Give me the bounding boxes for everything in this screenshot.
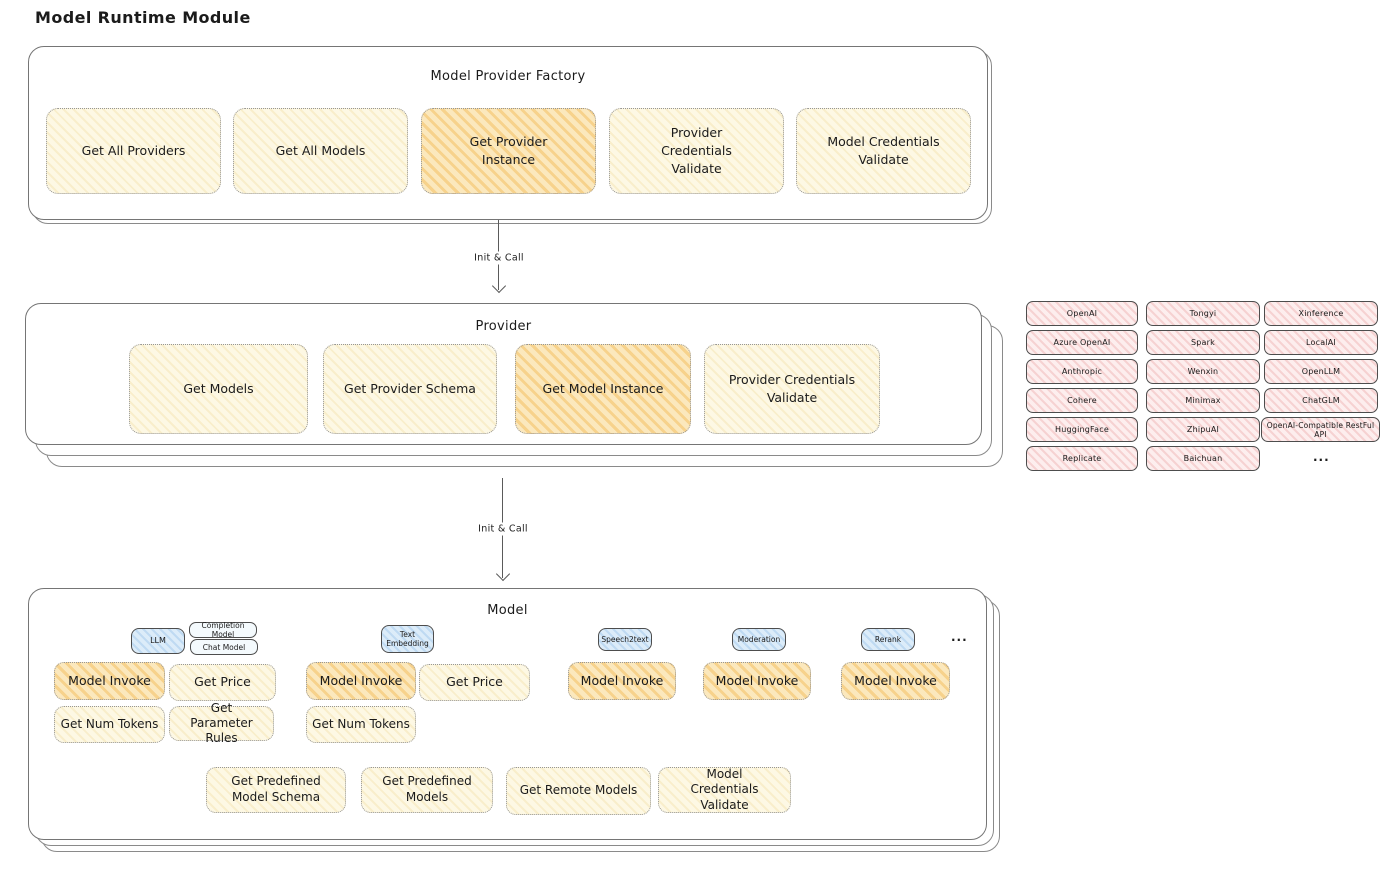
provider-chip-anthropic: Anthropic	[1026, 359, 1138, 384]
provider-chip-wenxin: Wenxin	[1146, 359, 1260, 384]
provider-chip-cohere: Cohere	[1026, 388, 1138, 413]
model-panel-title: Model	[487, 603, 528, 618]
provider-chip-openai: OpenAI	[1026, 301, 1138, 326]
model-type-tag-completion-model: Completion Model	[189, 621, 257, 639]
provider-chip-zhipuai: ZhipuAI	[1146, 417, 1260, 442]
model-box-get-parameter-rules: Get Parameter Rules	[169, 701, 274, 745]
model-box-invoke-rerank: Model Invoke	[841, 662, 950, 700]
factory-box-get-provider-instance: Get Provider Instance	[421, 108, 596, 194]
model-box-get-predefined-models: Get Predefined Models	[361, 767, 493, 813]
arrow-factory-to-provider-head	[491, 278, 507, 294]
arrow-label-init-call-1: Init & Call	[469, 251, 529, 265]
factory-box-get-all-models: Get All Models	[233, 108, 408, 194]
factory-panel-title: Model Provider Factory	[430, 69, 586, 84]
provider-chip-spark: Spark	[1146, 330, 1260, 355]
provider-chip-tongyi: Tongyi	[1146, 301, 1260, 326]
model-type-tag-text-embedding: Text Embedding	[381, 625, 434, 653]
model-box-get-predefined-model-schema: Get Predefined Model Schema	[206, 767, 346, 813]
model-box-invoke-llm: Model Invoke	[54, 662, 165, 700]
provider-chip-minimax: Minimax	[1146, 388, 1260, 413]
factory-box-provider-credentials-validate: Provider Credentials Validate	[609, 108, 784, 194]
factory-box-model-credentials-validate: Model Credentials Validate	[796, 108, 971, 194]
provider-chip-azure-openai: Azure OpenAI	[1026, 330, 1138, 355]
model-box-invoke-speech2text: Model Invoke	[568, 662, 676, 700]
provider-chip-huggingface: HuggingFace	[1026, 417, 1138, 442]
provider-chip-openllm: OpenLLM	[1264, 359, 1378, 384]
provider-panel: Provider Get Models Get Provider Schema …	[25, 303, 982, 445]
model-box-get-price-llm: Get Price	[169, 664, 276, 701]
model-type-tag-llm: LLM	[131, 628, 185, 654]
model-box-get-price-text-embedding: Get Price	[419, 664, 530, 701]
arrow-label-init-call-2: Init & Call	[473, 522, 533, 536]
provider-panel-title: Provider	[475, 319, 532, 334]
model-type-tag-rerank: Rerank	[861, 628, 915, 651]
provider-chip-chatglm: ChatGLM	[1264, 388, 1378, 413]
factory-box-get-all-providers: Get All Providers	[46, 108, 221, 194]
provider-chip-baichuan: Baichuan	[1146, 446, 1260, 471]
model-type-tag-moderation: Moderation	[732, 628, 786, 651]
providers-ellipsis: ...	[1313, 450, 1330, 464]
model-box-model-credentials-validate: Model Credentials Validate	[658, 767, 791, 813]
model-box-get-num-tokens-llm: Get Num Tokens	[54, 706, 165, 743]
arrow-provider-to-model-head	[495, 566, 511, 582]
model-box-get-num-tokens-text-embedding: Get Num Tokens	[306, 706, 416, 743]
provider-chip-replicate: Replicate	[1026, 446, 1138, 471]
model-box-invoke-text-embedding: Model Invoke	[306, 662, 416, 700]
provider-chip-localai: LocalAI	[1264, 330, 1378, 355]
model-box-get-remote-models: Get Remote Models	[506, 767, 651, 815]
model-panel: Model LLM Completion Model Chat Model Te…	[28, 588, 987, 840]
provider-box-provider-credentials-validate: Provider Credentials Validate	[704, 344, 880, 434]
provider-box-get-provider-schema: Get Provider Schema	[323, 344, 497, 434]
model-box-invoke-moderation: Model Invoke	[703, 662, 811, 700]
provider-box-get-model-instance: Get Model Instance	[515, 344, 691, 434]
provider-box-get-models: Get Models	[129, 344, 308, 434]
model-type-tag-chat-model: Chat Model	[190, 639, 258, 655]
page-title: Model Runtime Module	[35, 8, 251, 27]
factory-panel: Model Provider Factory Get All Providers…	[28, 46, 988, 220]
model-types-ellipsis: ...	[951, 630, 968, 644]
model-type-tag-speech2text: Speech2text	[598, 628, 652, 651]
provider-chip-xinference: Xinference	[1264, 301, 1378, 326]
provider-chip-openai-compatible-restful-api: OpenAI-Compatible RestFul API	[1261, 417, 1380, 442]
